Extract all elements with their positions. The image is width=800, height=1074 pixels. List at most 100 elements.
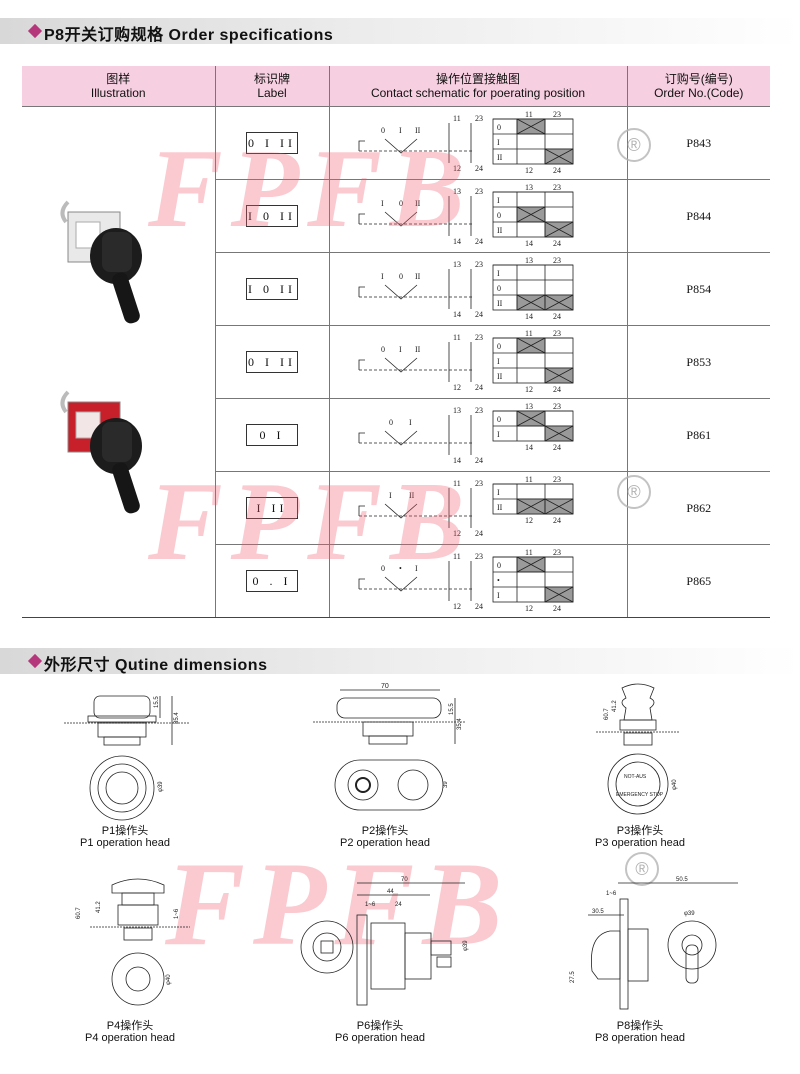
diamond-bullet-icon [27,653,43,669]
grid-position-label: II [497,372,503,381]
grid-position-label: I [497,196,500,205]
label-plate: I 0 II [246,278,298,300]
grid-terminal-number: 23 [553,257,561,265]
order-code: P862 [627,471,770,545]
registered-mark: ® [625,852,659,886]
position-label: 0 [381,126,385,135]
terminal-number: 23 [475,187,483,196]
dim-label: 39 [443,781,449,788]
terminal-number: 23 [475,479,483,488]
grid-terminal-number: 23 [553,403,561,411]
terminal-number: 24 [475,529,483,538]
dimensions-header: 外形尺寸 Qutine dimensions [0,648,800,674]
order-spec-header: P8开关订购规格 Order specifications [0,18,800,44]
grid-position-label: 0 [497,342,501,351]
terminal-number: 23 [475,260,483,269]
dim-label: 41.2 [96,901,102,913]
terminal-number: 24 [475,602,483,611]
position-label: I [409,418,412,427]
label-plate: 0 I II [246,351,298,373]
grid-terminal-number: 12 [525,604,533,613]
grid-position-label: 0 [497,284,501,293]
grid-position-label: I [497,138,500,147]
terminal-number: 24 [475,383,483,392]
dim-label: 30.5 [592,909,604,915]
order-code: P861 [627,398,770,472]
selector-switch-red-photo [60,390,143,514]
dim-label: φ40 [672,779,678,790]
position-label: I [389,491,392,500]
terminal-number: 12 [453,164,461,173]
grid-terminal-number: 24 [553,443,561,452]
grid-position-label: 0 [497,561,501,570]
grid-terminal-number: 11 [525,476,533,484]
dim-label: 1~6 [365,902,376,908]
dim-label: 60.7 [604,708,610,720]
grid-position-label: 0 [497,123,501,132]
grid-position-label: 0 [497,415,501,424]
p6-dimension-drawing: 70 44 1~6 24 φ39 [300,877,469,1006]
dim-label: NOT-AUS [624,774,647,780]
terminal-number: 11 [453,552,461,561]
terminal-number: 11 [453,114,461,123]
dim-label: 15.5 [154,696,160,708]
col-header-order-no: 订购号(编号)Order No.(Code) [627,66,770,107]
terminal-number: 12 [453,383,461,392]
dim-label: 27.5 [570,971,576,983]
terminal-number: 14 [453,310,461,319]
grid-position-label: II [497,503,503,512]
position-label: I [399,126,402,135]
terminal-number: 13 [453,406,461,415]
grid-terminal-number: 14 [525,443,533,452]
terminal-number: 23 [475,406,483,415]
dim-label: 70 [401,877,408,883]
terminal-number: 23 [475,333,483,342]
label-cell: 0 I II [215,325,330,399]
dim-label: φ39 [463,940,469,951]
grid-position-label: II [497,226,503,235]
terminal-number: 23 [475,552,483,561]
grid-terminal-number: 14 [525,312,533,321]
dim-label: 35.4 [457,718,463,730]
grid-terminal-number: 24 [553,385,561,394]
grid-position-label: II [497,153,503,162]
label-plate: I II [246,497,298,519]
terminal-number: 14 [453,456,461,465]
grid-position-label: II [497,299,503,308]
position-label: I [415,564,418,573]
label-cell: 0 . I [215,544,330,618]
illustration-cell [22,106,216,618]
position-label: II [409,491,415,500]
grid-position-label: • [497,576,500,585]
position-label: I [381,199,384,208]
grid-position-label: 0 [497,211,501,220]
label-cell: I 0 II [215,179,330,253]
dim-label: 44 [387,889,394,895]
grid-terminal-number: 23 [553,111,561,119]
label-plate: 0 I II [246,132,298,154]
terminal-number: 13 [453,187,461,196]
dim-label: φ39 [684,911,695,917]
position-label: 0 [399,272,403,281]
grid-terminal-number: 13 [525,184,533,192]
position-label: 0 [389,418,393,427]
grid-terminal-number: 23 [553,549,561,557]
position-label: 0 [399,199,403,208]
p3-dimension-drawing: 60.7 41.2 NOT-AUS EMERGENCY STOP φ40 [596,683,680,815]
terminal-number: 24 [475,237,483,246]
